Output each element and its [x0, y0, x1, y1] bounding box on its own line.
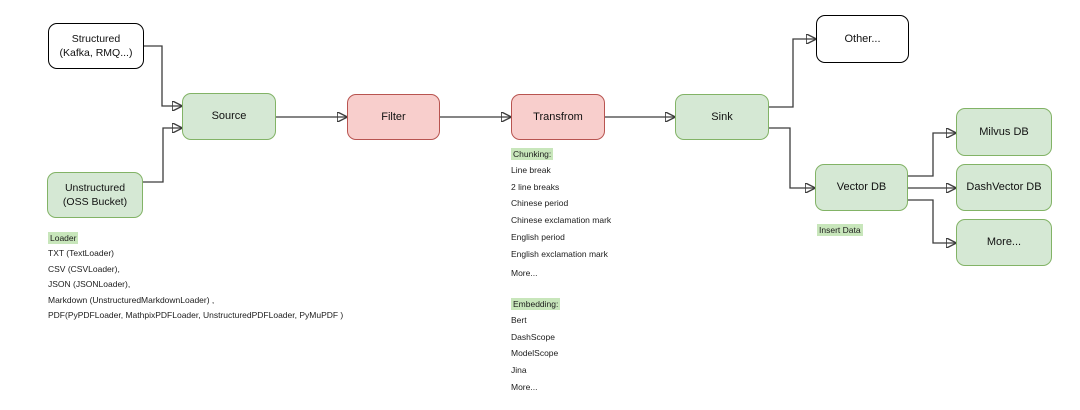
- connector-vectordb-more: [908, 199, 955, 243]
- loader-item: TXT (TextLoader): [48, 248, 114, 258]
- chunking-item: Line break: [511, 165, 551, 175]
- chunking-item: More...: [511, 268, 538, 279]
- chunking-item: 2 line breaks: [511, 181, 560, 192]
- node-source-label: Source: [211, 110, 247, 123]
- connector-structured-source: [143, 45, 181, 106]
- node-transfrom: Transfrom: [511, 94, 605, 140]
- loader-title-highlight: Loader: [48, 232, 79, 244]
- embedding-item: DashScope: [511, 331, 555, 342]
- embedding-item: Bert: [511, 315, 527, 325]
- node-source: Source: [182, 93, 276, 140]
- embedding-item: ModelScope: [511, 348, 559, 359]
- node-other-label: Other...: [844, 32, 881, 45]
- insert-data-highlight: Insert Data: [817, 224, 863, 236]
- node-dashvector-db-label: DashVector DB: [966, 181, 1042, 194]
- node-filter-label: Filter: [381, 110, 406, 123]
- node-sink: Sink: [675, 94, 769, 140]
- embedding-title: Embedding:: [511, 298, 561, 310]
- connector-sink-vectordb: [769, 127, 814, 188]
- chunking-item: English period: [511, 231, 565, 242]
- chunking-title: Chunking:: [511, 148, 611, 160]
- loader-item: PDF(PyPDFLoader, MathpixPDFLoader, Unstr…: [48, 310, 344, 321]
- node-filter: Filter: [347, 94, 440, 140]
- node-structured-label-line1: Structured: [71, 32, 121, 45]
- chunking-title-highlight: Chunking:: [511, 148, 554, 160]
- loader-item: CSV (CSVLoader),: [48, 263, 120, 274]
- node-other: Other...: [816, 15, 909, 63]
- connector-vectordb-milvus: [908, 133, 955, 177]
- embedding-title-highlight: Embedding:: [511, 298, 561, 310]
- node-unstructured: Unstructured (OSS Bucket): [47, 172, 143, 218]
- node-transfrom-label: Transfrom: [533, 110, 583, 123]
- node-vector-db: Vector DB: [815, 164, 908, 211]
- embedding-annotation: Embedding: Bert DashScope ModelScope Jin…: [511, 298, 561, 396]
- node-more-db: More...: [956, 219, 1052, 266]
- node-milvus-db-label: Milvus DB: [979, 125, 1029, 138]
- loader-annotation: Loader TXT (TextLoader) CSV (CSVLoader),…: [48, 232, 343, 324]
- connector-sink-other: [769, 39, 815, 108]
- node-dashvector-db: DashVector DB: [956, 164, 1052, 211]
- node-unstructured-label-line1: Unstructured: [64, 181, 126, 194]
- node-more-db-label: More...: [986, 236, 1022, 249]
- loader-item: Markdown (UnstructuredMarkdownLoader) ,: [48, 294, 215, 305]
- node-vector-db-label: Vector DB: [836, 181, 887, 194]
- embedding-item: Jina: [511, 365, 527, 376]
- connector-unstructured-source: [143, 128, 181, 183]
- node-structured: Structured (Kafka, RMQ...): [48, 23, 144, 69]
- insert-data-annotation: Insert Data: [817, 224, 863, 236]
- loader-title: Loader: [48, 232, 343, 244]
- chunking-item: English exclamation mark: [511, 248, 608, 259]
- node-sink-label: Sink: [711, 110, 733, 123]
- chunking-item: Chinese period: [511, 198, 569, 209]
- node-structured-label-line2: (Kafka, RMQ...): [59, 47, 133, 59]
- chunking-item: Chinese exclamation mark: [511, 215, 612, 226]
- embedding-item: More...: [511, 381, 538, 392]
- loader-item: JSON (JSONLoader),: [48, 279, 131, 290]
- node-milvus-db: Milvus DB: [956, 108, 1052, 156]
- chunking-annotation: Chunking: Line break 2 line breaks Chine…: [511, 148, 611, 282]
- node-unstructured-label-line2: (OSS Bucket): [62, 196, 128, 208]
